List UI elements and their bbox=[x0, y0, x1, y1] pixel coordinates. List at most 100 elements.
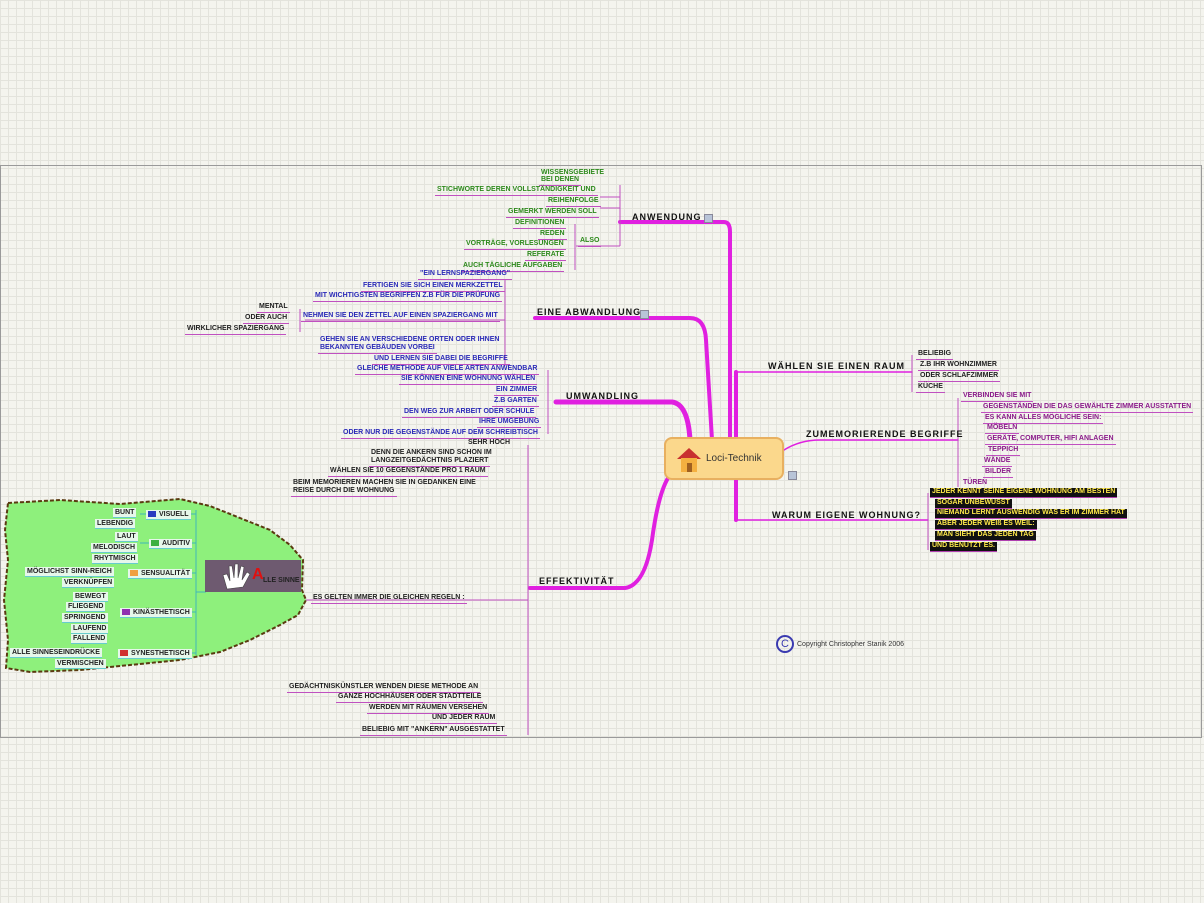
list-item[interactable]: ABER JEDER WEIß ES WEIL: bbox=[935, 520, 1037, 530]
list-item[interactable]: ES GELTEN IMMER DIE GLEICHEN REGELN : bbox=[311, 594, 467, 604]
list-item[interactable]: MAN SIEHT DAS JEDEN TAG bbox=[935, 531, 1036, 541]
list-item[interactable]: RHYTMISCH bbox=[92, 554, 138, 564]
list-item[interactable]: ALSO bbox=[578, 237, 602, 247]
list-item[interactable]: UND BENUTZT ES. bbox=[930, 542, 997, 552]
sense-label: SENSUALITÄT bbox=[141, 570, 190, 577]
list-item[interactable]: DEFINITIONEN bbox=[513, 219, 567, 229]
list-item[interactable]: VERBINDEN SIE MIT bbox=[961, 392, 1034, 402]
sense-visuell[interactable]: VISUELL bbox=[146, 510, 191, 520]
copyright-icon: C bbox=[776, 635, 794, 653]
list-item[interactable]: LAUFEND bbox=[71, 624, 109, 634]
branch-waehlen-sie-einen-raum[interactable]: WÄHLEN SIE EINEN RAUM bbox=[768, 361, 906, 371]
note-icon[interactable] bbox=[640, 310, 649, 319]
list-item[interactable]: GERÄTE, COMPUTER, HIFI ANLAGEN bbox=[985, 435, 1116, 445]
list-item[interactable]: SOGAR UNBEWUSST bbox=[935, 499, 1012, 509]
list-item[interactable]: Z.B IHR WOHNZIMMER bbox=[918, 361, 999, 371]
list-item[interactable]: GANZE HOCHHÄUSER ODER STADTTEILE bbox=[336, 693, 484, 703]
list-item[interactable]: BEKANNTEN GEBÄUDEN VORBEI bbox=[318, 344, 437, 354]
list-item[interactable]: TEPPICH bbox=[986, 446, 1021, 456]
list-item[interactable]: WIRKLICHER SPAZIERGANG bbox=[185, 325, 287, 335]
list-item[interactable]: JEDER KENNT SEINE EIGENE WOHNUNG AM BEST… bbox=[930, 488, 1118, 498]
branch-warum-eigene-wohnung[interactable]: WARUM EIGENE WOHNUNG? bbox=[772, 510, 921, 520]
house-icon bbox=[677, 448, 701, 472]
list-item[interactable]: MIT WICHTIGSTEN BEGRIFFEN Z.B FÜR DIE PR… bbox=[313, 292, 503, 302]
list-item[interactable]: DEN WEG ZUR ARBEIT ODER SCHULE bbox=[402, 408, 537, 418]
branch-effektivitaet[interactable]: EFFEKTIVITÄT bbox=[539, 576, 615, 586]
list-item[interactable]: Z.B GARTEN bbox=[492, 397, 539, 407]
list-item[interactable]: WERDEN MIT RÄUMEN VERSEHEN bbox=[367, 704, 490, 714]
list-item[interactable]: NIEMAND LERNT AUSWENDIG WAS ER IM ZIMMER… bbox=[935, 509, 1127, 519]
list-item[interactable]: SPRINGEND bbox=[62, 613, 108, 623]
list-item[interactable]: FALLEND bbox=[71, 634, 108, 644]
list-item[interactable]: LANGZEITGEDÄCHTNIS PLAZIERT bbox=[369, 457, 491, 467]
list-item[interactable]: ODER SCHLAFZIMMER bbox=[918, 372, 1001, 382]
list-item[interactable]: VORTRÄGE, VORLESUNGEN bbox=[464, 240, 566, 250]
list-item[interactable]: UND JEDER RAUM bbox=[430, 714, 498, 724]
list-item[interactable]: AUCH TÄGLICHE AUFGABEN bbox=[461, 262, 565, 272]
list-item[interactable]: STICHWORTE DEREN VOLLSTÄNDIGKEIT UND bbox=[435, 186, 598, 196]
list-item[interactable]: BELIEBIG MIT "ANKERN" AUSGESTATTET bbox=[360, 726, 507, 736]
list-item[interactable]: DENN DIE ANKERN SIND SCHON IM bbox=[371, 449, 492, 456]
list-item[interactable]: BUNT bbox=[113, 508, 137, 518]
note-icon[interactable] bbox=[704, 214, 713, 223]
branch-zumemorierende-begriffe[interactable]: ZUMEMORIERENDE BEGRIFFE bbox=[806, 429, 964, 439]
alle-sinne-label: LLE SINNE bbox=[263, 577, 300, 584]
list-item[interactable]: ES KANN ALLES MÖGLICHE SEIN: bbox=[983, 414, 1104, 424]
branch-eine-abwandlung[interactable]: EINE ABWANDLUNG bbox=[537, 307, 642, 317]
list-item[interactable]: IHRE UMGEBUNG bbox=[477, 418, 542, 428]
list-item[interactable]: BEIM MEMORIEREN MACHEN SIE IN GEDANKEN E… bbox=[293, 479, 476, 486]
list-item[interactable]: UND LERNEN SIE DABEI DIE BEGRIFFE bbox=[372, 355, 510, 365]
list-item[interactable]: BILDER bbox=[983, 468, 1014, 478]
list-item[interactable]: REISE DURCH DIE WOHNUNG bbox=[291, 487, 397, 497]
hand-icon bbox=[222, 563, 251, 590]
list-item[interactable]: WÄNDE bbox=[982, 457, 1013, 467]
list-item[interactable]: ODER AUCH bbox=[243, 314, 290, 324]
list-item[interactable]: MELODISCH bbox=[91, 543, 137, 553]
list-item[interactable]: GEDÄCHTNISKÜNSTLER WENDEN DIESE METHODE … bbox=[287, 683, 481, 693]
copyright-text: Copyright Christopher Stanik 2006 bbox=[797, 640, 905, 648]
sense-kinaesthetisch[interactable]: KINÄSTHETISCH bbox=[120, 608, 192, 618]
alle-sinne-node[interactable]: A LLE SINNE bbox=[205, 560, 301, 592]
list-item[interactable]: FERTIGEN SIE SICH EINEN MERKZETTEL bbox=[361, 282, 505, 292]
list-item[interactable]: REIHENFOLGE bbox=[546, 197, 601, 207]
list-item[interactable]: SEHR HOCH bbox=[468, 439, 511, 446]
list-item[interactable]: GEHEN SIE AN VERSCHIEDENE ORTEN ODER IHN… bbox=[320, 336, 500, 343]
list-item[interactable]: "EIN LERNSPAZIERGANG" bbox=[418, 270, 513, 280]
mindmap-canvas bbox=[0, 165, 1202, 738]
list-item[interactable]: KÜCHE bbox=[916, 383, 945, 393]
branch-anwendung[interactable]: ANWENDUNG bbox=[632, 212, 702, 222]
list-item[interactable]: EIN ZIMMER bbox=[494, 386, 540, 396]
list-item[interactable]: FLIEGEND bbox=[66, 602, 106, 612]
note-icon[interactable] bbox=[788, 471, 797, 480]
list-item[interactable]: NEHMEN SIE DEN ZETTEL AUF EINEN SPAZIERG… bbox=[301, 312, 500, 322]
list-item[interactable]: REFERATE bbox=[525, 251, 567, 261]
sense-label: VISUELL bbox=[159, 511, 189, 518]
central-topic[interactable]: Loci-Technik bbox=[664, 437, 784, 480]
list-item[interactable]: VERKNÜPFEN bbox=[62, 578, 115, 588]
alle-sinne-initial: A bbox=[252, 566, 264, 583]
branch-umwandling[interactable]: UMWANDLING bbox=[566, 391, 639, 401]
list-item[interactable]: GEGENSTÄNDEN DIE DAS GEWÄHLTE ZIMMER AUS… bbox=[981, 403, 1194, 413]
sense-sensualitaet[interactable]: SENSUALITÄT bbox=[128, 569, 192, 579]
list-item[interactable]: LAUT bbox=[115, 532, 138, 542]
list-item[interactable]: WISSENSGEBIETE bbox=[541, 169, 605, 176]
sense-synesthetisch[interactable]: SYNESTHETISCH bbox=[118, 649, 192, 659]
list-item[interactable]: ODER NUR DIE GEGENSTÄNDE AUF DEM SCHREIB… bbox=[341, 429, 540, 439]
list-item[interactable]: ALLE SINNESEINDRÜCKE bbox=[10, 648, 102, 658]
list-item[interactable]: WÄHLEN SIE 10 GEGENSTÄNDE PRO 1 RAUM bbox=[328, 467, 488, 477]
list-item[interactable]: MÖBELN bbox=[985, 424, 1020, 434]
list-item[interactable]: MENTAL bbox=[257, 303, 290, 313]
list-item[interactable]: REDEN bbox=[538, 230, 567, 240]
sense-auditiv[interactable]: AUDITIV bbox=[149, 539, 192, 549]
list-item[interactable]: BELIEBIG bbox=[916, 350, 954, 360]
list-item[interactable]: SIE KÖNNEN EINE WOHNUNG WÄHLEN bbox=[399, 375, 538, 385]
list-item[interactable]: BEI DENEN bbox=[539, 176, 582, 186]
list-item[interactable]: GLEICHE METHODE AUF VIELE ARTEN ANWENDBA… bbox=[355, 365, 540, 375]
list-item[interactable]: GEMERKT WERDEN SOLL bbox=[506, 208, 599, 218]
list-item[interactable]: BEWEGT bbox=[73, 592, 108, 602]
list-item[interactable]: LEBENDIG bbox=[95, 519, 136, 529]
list-item[interactable]: MÖGLICHST SINN-REICH bbox=[25, 567, 114, 577]
list-item[interactable]: VERMISCHEN bbox=[55, 659, 106, 669]
sense-label: SYNESTHETISCH bbox=[131, 650, 190, 657]
